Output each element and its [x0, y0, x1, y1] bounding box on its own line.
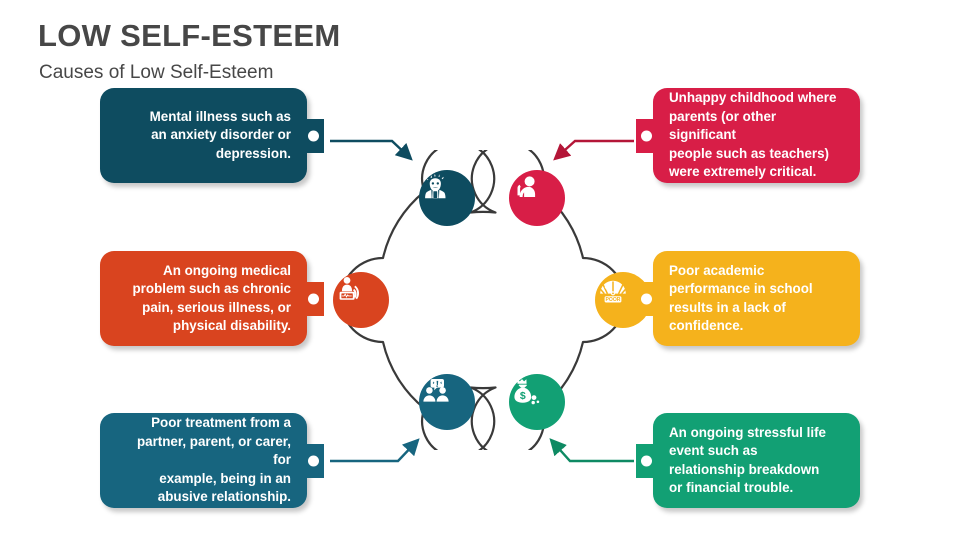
callout-tab-poor-treatment	[298, 443, 324, 478]
hospital-patient-icon	[339, 277, 359, 300]
callout-tab-poor-academic	[636, 281, 662, 316]
arrow-unhappy-childhood	[553, 139, 634, 161]
callout-stressful-event[interactable]: An ongoing stressful life event such as …	[636, 413, 860, 508]
callout-text: Mental illness such as an anxiety disord…	[149, 108, 291, 161]
callout-unhappy-childhood[interactable]: Unhappy childhood where parents (or othe…	[636, 88, 860, 183]
hub-node-stressful-event[interactable]: $	[509, 374, 565, 430]
arrow-stressful-event	[549, 438, 634, 463]
callout-text: An ongoing stressful life event such as …	[669, 424, 826, 496]
hub-node-poor-treatment[interactable]	[419, 374, 475, 430]
poor-gauge-icon: POOR	[600, 280, 626, 303]
stressed-person-icon	[425, 173, 446, 199]
callout-text: An ongoing medical problem such as chron…	[132, 262, 292, 334]
callout-medical-problem[interactable]: An ongoing medical problem such as chron…	[100, 251, 324, 346]
callout-text: Poor academic performance in school resu…	[669, 262, 813, 334]
hub-node-medical-problem[interactable]	[333, 272, 389, 328]
dollar-sign-icon: $	[520, 390, 526, 402]
page-subtitle: Causes of Low Self-Esteem	[39, 62, 274, 83]
arguing-people-icon	[423, 379, 449, 402]
callout-tab-stressful-event	[636, 443, 662, 478]
hub-node-unhappy-childhood[interactable]	[509, 170, 565, 226]
money-bag-icon: $	[514, 379, 540, 405]
hub-node-mental-illness[interactable]	[419, 170, 475, 226]
callout-tab-mental-illness	[298, 118, 324, 153]
page-title: LOW SELF-ESTEEM	[38, 18, 341, 53]
callout-text: Unhappy childhood where parents (or othe…	[669, 90, 837, 180]
callout-poor-academic[interactable]: Poor academic performance in school resu…	[636, 251, 860, 346]
callout-poor-treatment[interactable]: Poor treatment from a partner, parent, o…	[100, 413, 324, 508]
callout-text: Poor treatment from a partner, parent, o…	[136, 415, 291, 505]
gauge-label: POOR	[605, 297, 620, 303]
callout-tab-medical-problem	[298, 281, 324, 316]
central-hub: POOR	[318, 150, 651, 450]
callout-tab-unhappy-childhood	[636, 118, 662, 153]
sad-child-icon	[517, 176, 536, 197]
arrow-poor-treatment	[330, 438, 420, 463]
callout-mental-illness[interactable]: Mental illness such as an anxiety disord…	[100, 88, 324, 183]
arrow-mental-illness	[330, 139, 413, 161]
